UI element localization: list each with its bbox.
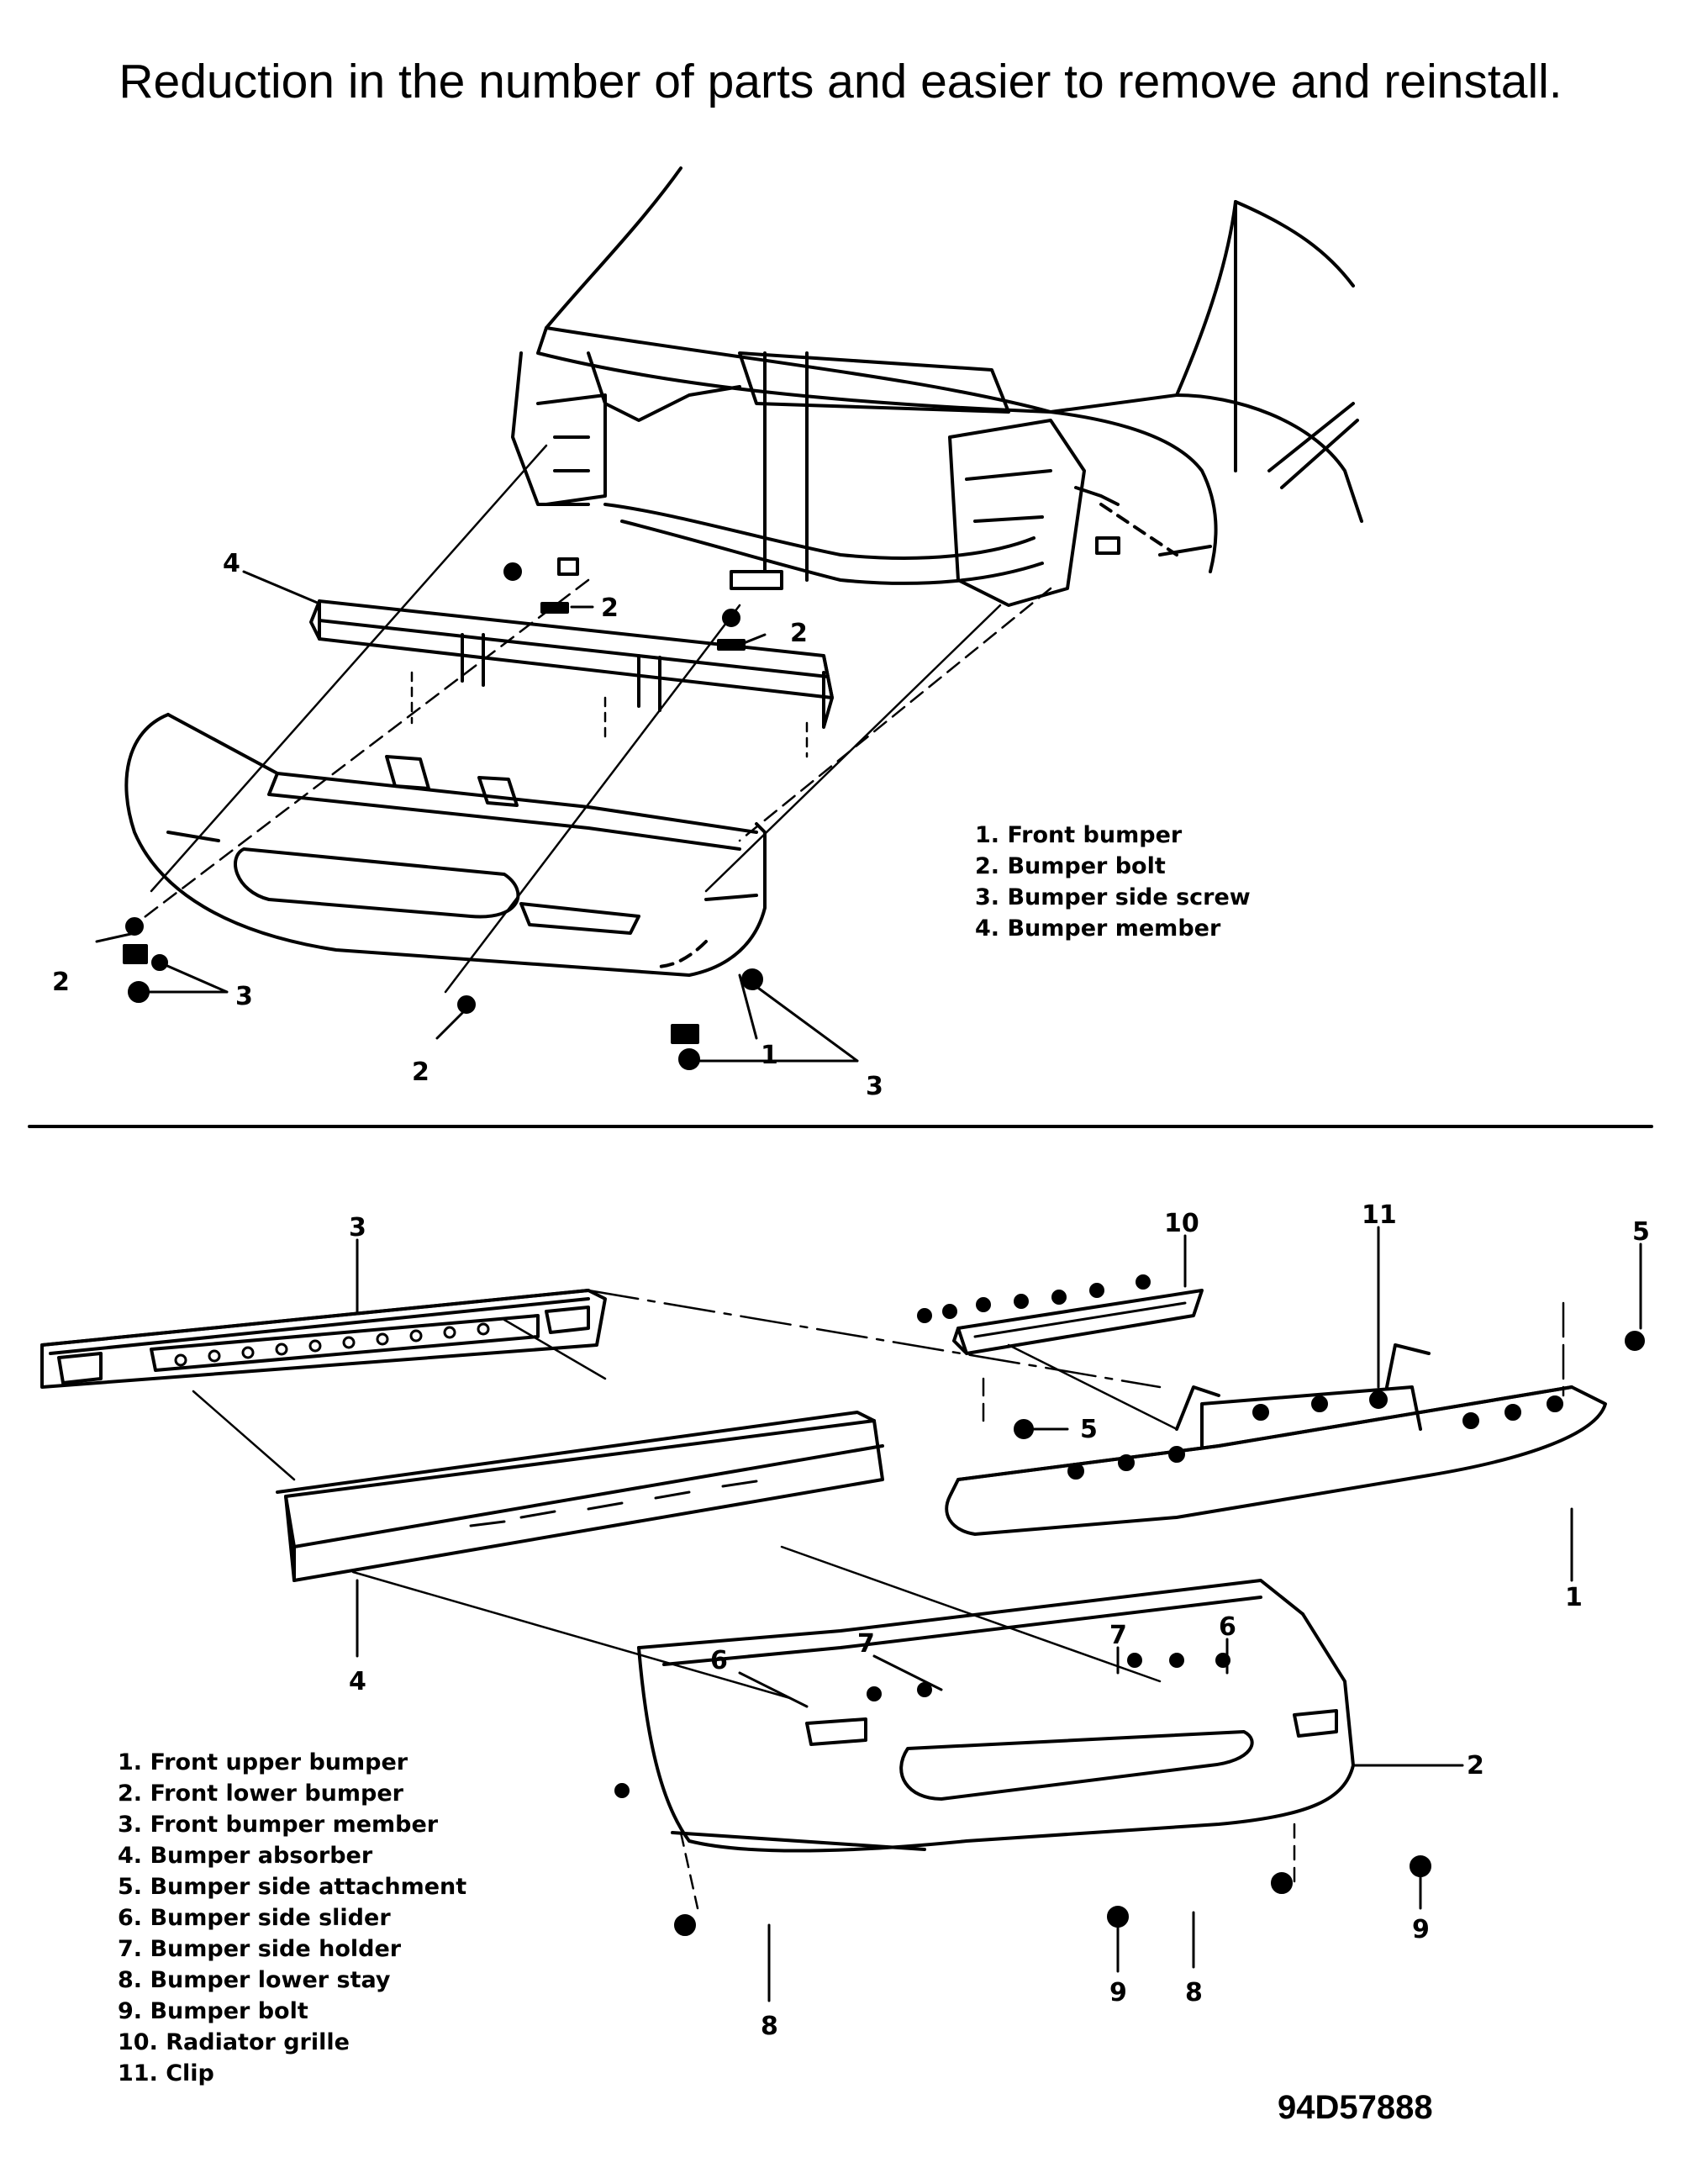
legend-item: 4. Bumper member [975, 915, 1221, 942]
callout-4: 4 [349, 1667, 366, 1696]
upper-fasteners [123, 562, 763, 1070]
callout-6: 6 [1219, 1612, 1236, 1642]
callout-5: 5 [1632, 1217, 1650, 1247]
figure-code: 94D57888 [1278, 2089, 1433, 2126]
callout-2: 2 [601, 593, 619, 623]
callout-3: 3 [866, 1072, 883, 1101]
callout-1: 1 [761, 1041, 778, 1070]
lower-parts-legend: 1. Front upper bumper 2. Front lower bum… [118, 1747, 466, 2089]
guide-lines [133, 444, 1052, 994]
callout-8: 8 [761, 2012, 778, 2041]
upper-callouts: 4 2 2 2 3 2 1 3 [52, 549, 883, 1101]
callout-8: 8 [1185, 1978, 1203, 2007]
callout-10: 10 [1164, 1209, 1199, 1238]
lower-fasteners [614, 1274, 1645, 1936]
callout-9: 9 [1109, 1978, 1127, 2007]
callout-6: 6 [710, 1646, 728, 1675]
callout-5: 5 [1080, 1415, 1098, 1444]
legend-item: 10. Radiator grille [118, 2029, 350, 2055]
front-bumper-member [40, 1289, 607, 1389]
legend-item: 7. Bumper side holder [118, 1936, 402, 1962]
legend-item: 1. Front bumper [975, 822, 1183, 848]
front-upper-bumper [945, 1343, 1607, 1536]
callout-7: 7 [1109, 1621, 1127, 1650]
upper-leader-lines [95, 570, 859, 1063]
callout-11: 11 [1362, 1200, 1397, 1230]
legend-item: 2. Front lower bumper [118, 1780, 403, 1807]
callout-2: 2 [52, 968, 70, 997]
callout-2: 2 [790, 619, 808, 648]
legend-item: 4. Bumper absorber [118, 1843, 373, 1869]
legend-item: 6. Bumper side slider [118, 1905, 391, 1931]
callout-3: 3 [349, 1213, 366, 1242]
legend-item: 2. Bumper bolt [975, 853, 1166, 879]
front-lower-bumper [637, 1579, 1355, 1853]
vehicle-front-body [511, 166, 1363, 607]
callout-1: 1 [1565, 1583, 1583, 1612]
bumper-absorber [276, 1411, 884, 1582]
legend-item: 5. Bumper side attachment [118, 1874, 467, 1900]
legend-item: 3. Bumper side screw [975, 884, 1251, 910]
lower-leader-lines [356, 1226, 1642, 2002]
callout-2: 2 [1467, 1751, 1484, 1780]
legend-item: 1. Front upper bumper [118, 1749, 408, 1775]
lower-guide-lines [192, 1289, 1565, 1910]
callout-3: 3 [235, 982, 253, 1011]
page-title: Reduction in the number of parts and eas… [119, 55, 1562, 108]
bumper-member [309, 599, 834, 729]
callout-7: 7 [857, 1629, 875, 1659]
upper-parts-legend: 1. Front bumper 2. Bumper bolt 3. Bumper… [975, 820, 1251, 944]
callout-4: 4 [223, 549, 240, 578]
lower-callouts: 3 10 11 5 5 4 1 7 6 6 7 2 9 9 8 8 [349, 1200, 1650, 2041]
callout-2: 2 [412, 1058, 429, 1087]
legend-item: 11. Clip [118, 2060, 214, 2086]
radiator-grille [952, 1289, 1204, 1355]
legend-item: 9. Bumper bolt [118, 1998, 308, 2024]
legend-item: 3. Front bumper member [118, 1812, 439, 1838]
callout-9: 9 [1412, 1915, 1430, 1944]
legend-item: 8. Bumper lower stay [118, 1967, 391, 1993]
front-bumper [124, 713, 767, 977]
